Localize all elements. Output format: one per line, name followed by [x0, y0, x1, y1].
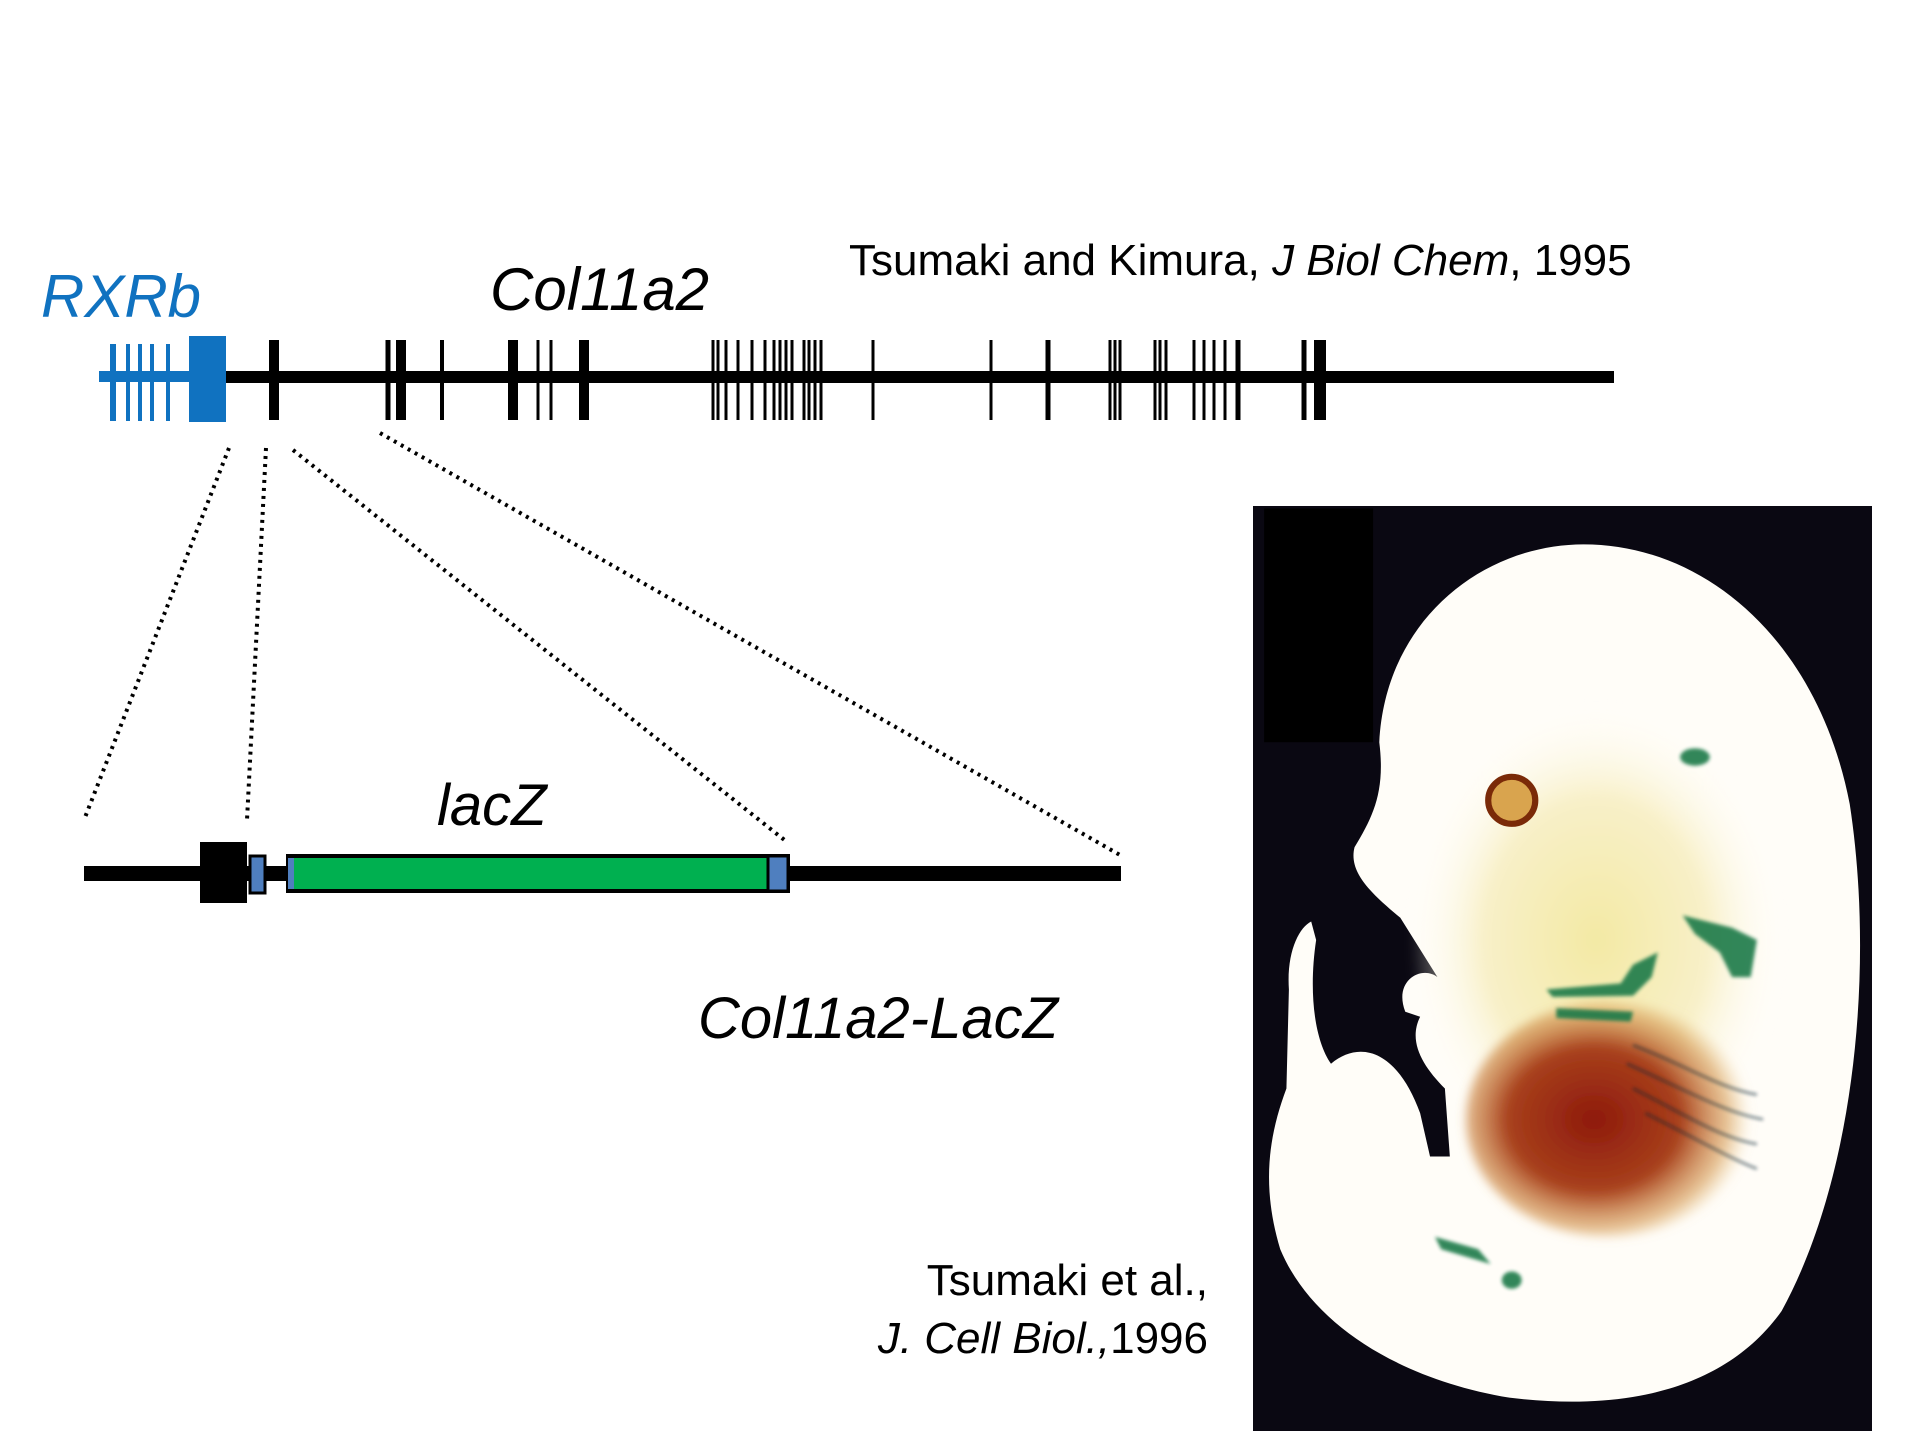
exon: [269, 340, 279, 420]
citation-year: , 1995: [1509, 236, 1632, 285]
lacz-box: [286, 854, 790, 893]
exon: [802, 340, 806, 420]
transgene-construct: [84, 842, 1121, 903]
genomic-citation: Tsumaki and Kimura, J Biol Chem, 1995: [849, 236, 1632, 286]
exon: [150, 344, 154, 421]
citation-authors: Tsumaki et al.,: [926, 1256, 1208, 1305]
exon: [1212, 340, 1216, 420]
exon: [989, 340, 993, 420]
exon: [1223, 340, 1227, 420]
exon: [508, 340, 518, 420]
citation-authors: Tsumaki and Kimura,: [849, 236, 1273, 285]
citation-journal: J. Cell Biol.,: [877, 1314, 1111, 1363]
exon: [110, 344, 116, 421]
embryo-image: [1264, 508, 1861, 1402]
exon: [396, 340, 406, 420]
construct-label: Col11a2-LacZ: [698, 986, 1059, 1051]
exon: [1192, 340, 1196, 420]
guide-line: [82, 447, 231, 821]
embryo-photo: [1253, 506, 1872, 1431]
exon: [166, 344, 170, 421]
polya-element: [766, 854, 790, 893]
exon: [138, 344, 142, 421]
guide-line: [379, 431, 1121, 857]
exon: [750, 340, 754, 420]
exon: [536, 340, 540, 420]
exon: [385, 340, 391, 420]
exon: [724, 340, 728, 420]
exon: [736, 340, 740, 420]
linker: [265, 869, 289, 875]
exon: [772, 340, 776, 420]
lacz-left-cap: [288, 858, 294, 889]
exon: [784, 340, 788, 420]
exon: [1202, 340, 1206, 420]
promoter-exon-box: [200, 842, 247, 903]
exon: [1045, 340, 1051, 420]
exon: [549, 340, 553, 420]
exon: [778, 340, 782, 420]
exon: [1108, 340, 1112, 420]
exon: [1301, 340, 1307, 420]
exon: [790, 340, 794, 420]
citation-year: 1996: [1110, 1314, 1208, 1363]
lacz-label: lacZ: [437, 773, 547, 838]
exon: [1113, 340, 1117, 420]
exon: [1314, 340, 1326, 420]
embryo-citation: Tsumaki et al., J. Cell Biol.,1996: [878, 1252, 1208, 1368]
exon: [1118, 340, 1122, 420]
exon: [813, 340, 817, 420]
citation-journal: J Biol Chem: [1272, 236, 1510, 285]
zoom-guide-lines: [82, 431, 1121, 857]
exon: [1164, 340, 1168, 420]
exon: [579, 340, 589, 420]
rxrb-gene-label: RXRb: [41, 263, 202, 330]
exon: [1158, 340, 1162, 420]
exon: [711, 340, 715, 420]
exon: [763, 340, 767, 420]
exon: [819, 340, 823, 420]
genomic-locus-track: [99, 336, 1614, 422]
exon: [126, 344, 130, 421]
rxrb-backbone: [99, 371, 194, 382]
exon: [716, 340, 720, 420]
exon: [440, 340, 444, 420]
guide-line: [291, 448, 789, 844]
rxrb-last-exon: [189, 336, 226, 422]
exon: [871, 340, 875, 420]
intron-element: [248, 854, 267, 895]
col11a2-backbone: [224, 371, 1614, 383]
col11a2-gene-label: Col11a2: [490, 256, 710, 323]
guide-line: [245, 447, 268, 821]
exon: [807, 340, 811, 420]
exon: [1235, 340, 1241, 420]
exon: [1153, 340, 1157, 420]
